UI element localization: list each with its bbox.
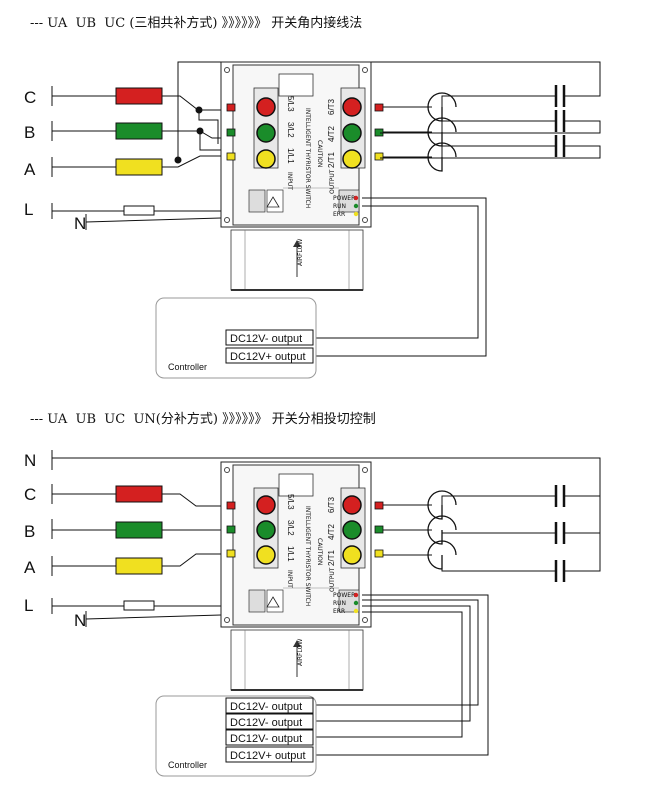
svg-text:2/T1: 2/T1 — [327, 151, 336, 168]
fuse-c — [115, 485, 163, 503]
fuse-l — [123, 205, 155, 216]
svg-text:RUN: RUN — [333, 600, 346, 607]
svg-text:INPUT: INPUT — [286, 570, 293, 588]
svg-text:OUTPUT: OUTPUT — [329, 169, 336, 194]
svg-text:POWER: POWER — [333, 592, 355, 599]
line-label: L — [24, 200, 33, 219]
svg-text:2/T1: 2/T1 — [327, 549, 336, 566]
output-terminal-label: DC12V+ output — [230, 351, 306, 363]
svg-text:AIRFLOW: AIRFLOW — [297, 639, 304, 666]
phase-label-a: A — [24, 558, 36, 577]
svg-text:4/T2: 4/T2 — [327, 125, 336, 142]
output-terminal-label: DC12V- output — [230, 733, 302, 745]
fuse-a — [115, 158, 163, 176]
phase-label-c: C — [24, 88, 36, 107]
controller-label: Controller — [168, 362, 207, 372]
svg-text:1/L1: 1/L1 — [286, 148, 295, 164]
phase-label-b: B — [24, 123, 35, 142]
svg-text:POWER: POWER — [333, 195, 355, 202]
svg-text:AIRFLOW: AIRFLOW — [297, 239, 304, 266]
phase-label-c: C — [24, 485, 36, 504]
diagram-title: --- UA UB UC (三相共补方式) 》》》》》》 开关角内接线法 — [30, 16, 363, 31]
line-label: L — [24, 596, 33, 615]
svg-text:ERR: ERR — [333, 211, 345, 218]
diagram-1: C B A L N — [24, 61, 601, 379]
phase-label-a: A — [24, 160, 36, 179]
svg-text:INTELLIGENT THYRISTOR SWITCH: INTELLIGENT THYRISTOR SWITCH — [304, 506, 311, 606]
svg-text:CAUTION: CAUTION — [316, 538, 323, 565]
neutral-label: N — [74, 214, 86, 233]
output-terminal-label: DC12V- output — [230, 701, 302, 713]
svg-text:RUN: RUN — [333, 203, 346, 210]
diagram-title: --- UA UB UC UN(分补方式) 》》》》》》 开关分相投切控制 — [30, 412, 376, 427]
svg-text:4/T2: 4/T2 — [327, 523, 336, 540]
fuse-b — [115, 122, 163, 140]
svg-text:INPUT: INPUT — [286, 172, 293, 190]
svg-text:1/L1: 1/L1 — [286, 546, 295, 562]
fuse-a — [115, 557, 163, 575]
neutral-top-label: N — [24, 451, 36, 470]
svg-text:3/L2: 3/L2 — [286, 122, 295, 138]
fuse-b — [115, 521, 163, 539]
fuse-l — [123, 600, 155, 611]
svg-text:3/L2: 3/L2 — [286, 520, 295, 536]
svg-text:ERR: ERR — [333, 608, 345, 615]
neutral-label: N — [74, 611, 86, 630]
svg-text:INTELLIGENT THYRISTOR SWITCH: INTELLIGENT THYRISTOR SWITCH — [304, 108, 311, 208]
svg-text:5/L3: 5/L3 — [286, 96, 295, 112]
diagram-2: N C B A L N — [24, 450, 601, 777]
phase-label-b: B — [24, 522, 35, 541]
svg-text:6/T3: 6/T3 — [327, 98, 336, 115]
controller-label: Controller — [168, 760, 207, 770]
fuse-c — [115, 87, 163, 105]
output-terminal-label: DC12V+ output — [230, 750, 306, 762]
svg-text:6/T3: 6/T3 — [327, 496, 336, 513]
svg-text:5/L3: 5/L3 — [286, 494, 295, 510]
svg-text:OUTPUT: OUTPUT — [329, 567, 336, 592]
svg-text:CAUTION: CAUTION — [316, 140, 323, 167]
output-terminal-label: DC12V- output — [230, 717, 302, 729]
output-terminal-label: DC12V- output — [230, 333, 302, 345]
